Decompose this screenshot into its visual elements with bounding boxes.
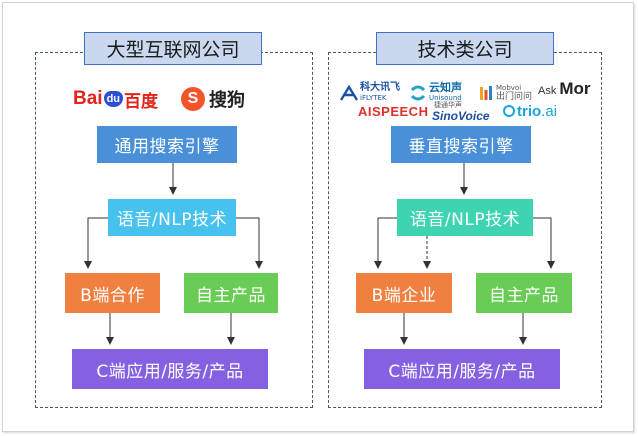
trio-ring-icon	[503, 105, 515, 117]
right-own-products-box: 自主产品	[476, 273, 572, 313]
baidu-logo: Bai du 百度	[73, 86, 158, 112]
askmor-mor: Mor	[559, 79, 591, 98]
left-own-products-box: 自主产品	[184, 273, 278, 313]
iflytek-mark-icon	[340, 85, 358, 101]
right-c2c-box: C端应用/服务/产品	[364, 349, 560, 389]
askmor-ask: Ask	[538, 85, 557, 97]
mobvoi-mark-icon	[480, 86, 492, 100]
sinovoice-en: SinoVoice	[432, 109, 490, 123]
mobvoi-en: Mobvoi	[496, 84, 522, 92]
left-b2b-box: B端合作	[65, 273, 160, 313]
trio-ai-logo: trio .ai	[503, 101, 557, 121]
unisound-cn: 云知声	[429, 81, 462, 94]
mobvoi-cn: 出门问问	[496, 92, 533, 102]
right-search-engine-box: 垂直搜索引擎	[391, 126, 531, 163]
unisound-logo: 云知声 Unisound	[409, 80, 462, 106]
mobvoi-logo: Mobvoi 出门问问	[479, 80, 532, 106]
iflytek-cn: 科大讯飞	[360, 82, 400, 93]
sogou-logo: S 搜狗	[181, 85, 245, 113]
iflytek-en: iFLYTEK	[360, 94, 387, 102]
sogou-logo-cn: 搜狗	[209, 90, 245, 111]
askmor-logo: Ask Mor	[538, 79, 591, 103]
sinovoice-cn: 捷通华声	[434, 101, 462, 109]
aispeech-logo: AISPEECH	[358, 104, 429, 119]
trio-ai-text: .ai	[541, 102, 558, 120]
left-search-engine-box: 通用搜索引擎	[97, 126, 237, 163]
sogou-s-icon: S	[181, 87, 205, 111]
right-arrow-nlp-to-b2b	[374, 217, 397, 269]
right-nlp-box: 语音/NLP技术	[397, 199, 533, 236]
left-c2c-box: C端应用/服务/产品	[72, 349, 268, 389]
baidu-logo-cn: 百度	[124, 91, 159, 111]
left-arrow-nlp-to-b2b	[84, 217, 108, 269]
sinovoice-logo: 捷通华声 SinoVoice	[432, 100, 490, 122]
left-panel-title: 大型互联网公司	[84, 32, 262, 65]
unisound-en: Unisound	[429, 94, 462, 102]
unisound-mark-icon	[410, 85, 426, 101]
right-panel-title: 技术类公司	[376, 32, 554, 65]
left-arrow-nlp-to-own	[236, 217, 263, 269]
trio-text: trio	[517, 102, 542, 120]
right-arrow-nlp-to-own	[533, 217, 555, 269]
right-b2b-box: B端企业	[356, 273, 452, 313]
baidu-paw-mark: du	[103, 91, 124, 107]
baidu-logo-prefix: Bai	[73, 88, 103, 109]
left-nlp-box: 语音/NLP技术	[108, 199, 236, 236]
iflytek-logo: 科大讯飞 iFLYTEK	[340, 80, 400, 106]
